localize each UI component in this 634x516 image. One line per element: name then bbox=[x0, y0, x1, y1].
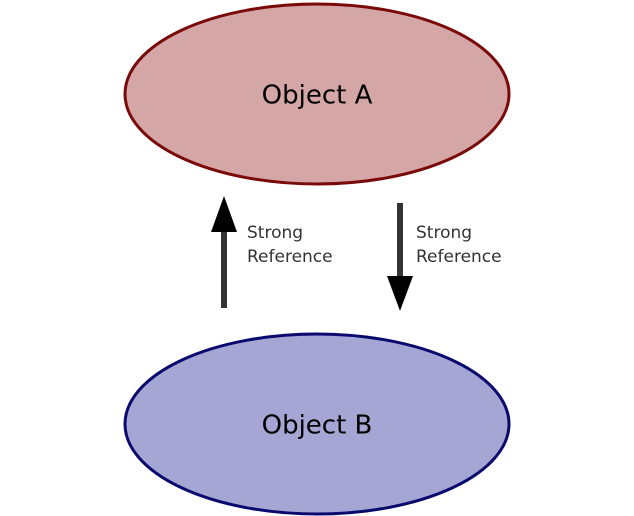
edge-a-to-b-label-line2: Reference bbox=[416, 247, 502, 267]
node-object-b-label: Object B bbox=[262, 411, 373, 441]
edge-b-to-a: Strong Reference bbox=[211, 196, 333, 308]
edge-a-to-b: Strong Reference bbox=[387, 203, 502, 311]
edge-b-to-a-label-line2: Reference bbox=[247, 247, 333, 267]
edge-b-to-a-label-line1: Strong bbox=[247, 223, 303, 243]
node-object-a-label: Object A bbox=[262, 81, 373, 111]
up-arrowhead-icon bbox=[211, 196, 237, 232]
node-object-b: Object B bbox=[123, 332, 511, 516]
node-object-b-shape bbox=[123, 332, 511, 516]
edge-a-to-b-label-line1: Strong bbox=[416, 223, 472, 243]
down-arrowhead-icon bbox=[387, 276, 413, 311]
node-object-a: Object A bbox=[123, 2, 511, 186]
node-object-a-shape bbox=[123, 2, 511, 186]
